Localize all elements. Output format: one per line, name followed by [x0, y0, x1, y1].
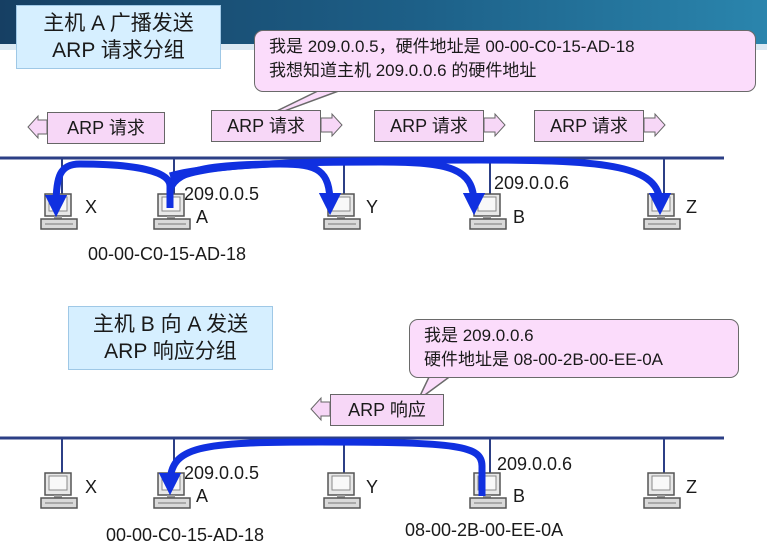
- top-packet-4-label: ARP 请求: [550, 116, 628, 136]
- bottom-host-y-label: Y: [366, 477, 379, 497]
- top-packet-left: ARP 请求: [47, 112, 165, 144]
- top-host-z-label: Z: [686, 197, 697, 217]
- bottom-ip-b: 209.0.0.6: [497, 454, 573, 474]
- bottom-ip-a: 209.0.0.5: [184, 463, 260, 483]
- bottom-speech-bubble: 我是 209.0.0.6 硬件地址是 08-00-2B-00-EE-0A: [409, 319, 739, 378]
- bottom-title-box: 主机 B 向 A 发送 ARP 响应分组: [68, 306, 273, 370]
- bottom-mac-b: 08-00-2B-00-EE-0A: [405, 520, 564, 540]
- top-mac-a: 00-00-C0-15-AD-18: [88, 244, 247, 264]
- top-host-x-label: X: [85, 197, 98, 217]
- bottom-host-z-label: Z: [686, 477, 697, 497]
- bottom-response-arrow: [158, 438, 486, 496]
- bottom-packet-label: ARP 响应: [348, 400, 426, 420]
- top-packet-2: ARP 请求: [211, 110, 321, 142]
- bottom-bubble-line1: 我是 209.0.0.6: [424, 326, 534, 345]
- top-title-line1: 主机 A 广播发送: [43, 12, 194, 35]
- bottom-host-z-computer-icon: [643, 472, 683, 510]
- bottom-packet-arrow-icon: [310, 396, 331, 422]
- bottom-host-y-computer-icon: [323, 472, 363, 510]
- bottom-title-line2: ARP 响应分组: [104, 340, 237, 363]
- top-host-b-label: B: [513, 207, 526, 227]
- bottom-host-b-label: B: [513, 486, 526, 506]
- top-ip-b: 209.0.0.6: [494, 173, 570, 193]
- top-packet-2-arrow-icon: [320, 112, 343, 138]
- top-ip-a: 209.0.0.5: [184, 184, 260, 204]
- bottom-title-line1: 主机 B 向 A 发送: [92, 313, 249, 336]
- bottom-host-a-label: A: [196, 486, 209, 506]
- top-packet-4-arrow-icon: [643, 112, 666, 138]
- top-bubble-line2: 我想知道主机 209.0.0.6 的硬件地址: [269, 61, 537, 80]
- bottom-bubble-line2: 硬件地址是 08-00-2B-00-EE-0A: [424, 350, 664, 369]
- top-packet-4: ARP 请求: [534, 110, 644, 142]
- top-packet-3-label: ARP 请求: [390, 116, 468, 136]
- top-host-a-label: A: [196, 207, 209, 227]
- top-bubble-line1: 我是 209.0.0.5，硬件地址是 00-00-C0-15-AD-18: [269, 37, 635, 56]
- top-packet-left-label: ARP 请求: [67, 118, 145, 138]
- top-speech-bubble: 我是 209.0.0.5，硬件地址是 00-00-C0-15-AD-18 我想知…: [254, 30, 756, 92]
- top-broadcast-arrow-to-z: [168, 156, 672, 216]
- top-title-line2: ARP 请求分组: [52, 39, 185, 62]
- bottom-host-x-label: X: [85, 477, 98, 497]
- bottom-packet: ARP 响应: [330, 394, 444, 426]
- top-packet-3: ARP 请求: [374, 110, 484, 142]
- bottom-host-x-computer-icon: [40, 472, 80, 510]
- top-host-y-label: Y: [366, 197, 379, 217]
- top-broadcast-arrow-to-x: [44, 160, 174, 218]
- bottom-mac-a: 00-00-C0-15-AD-18: [106, 525, 265, 545]
- top-packet-left-arrow-icon: [27, 114, 48, 140]
- top-packet-3-arrow-icon: [483, 112, 506, 138]
- top-packet-2-label: ARP 请求: [227, 116, 305, 136]
- top-title-box: 主机 A 广播发送 ARP 请求分组: [16, 5, 221, 69]
